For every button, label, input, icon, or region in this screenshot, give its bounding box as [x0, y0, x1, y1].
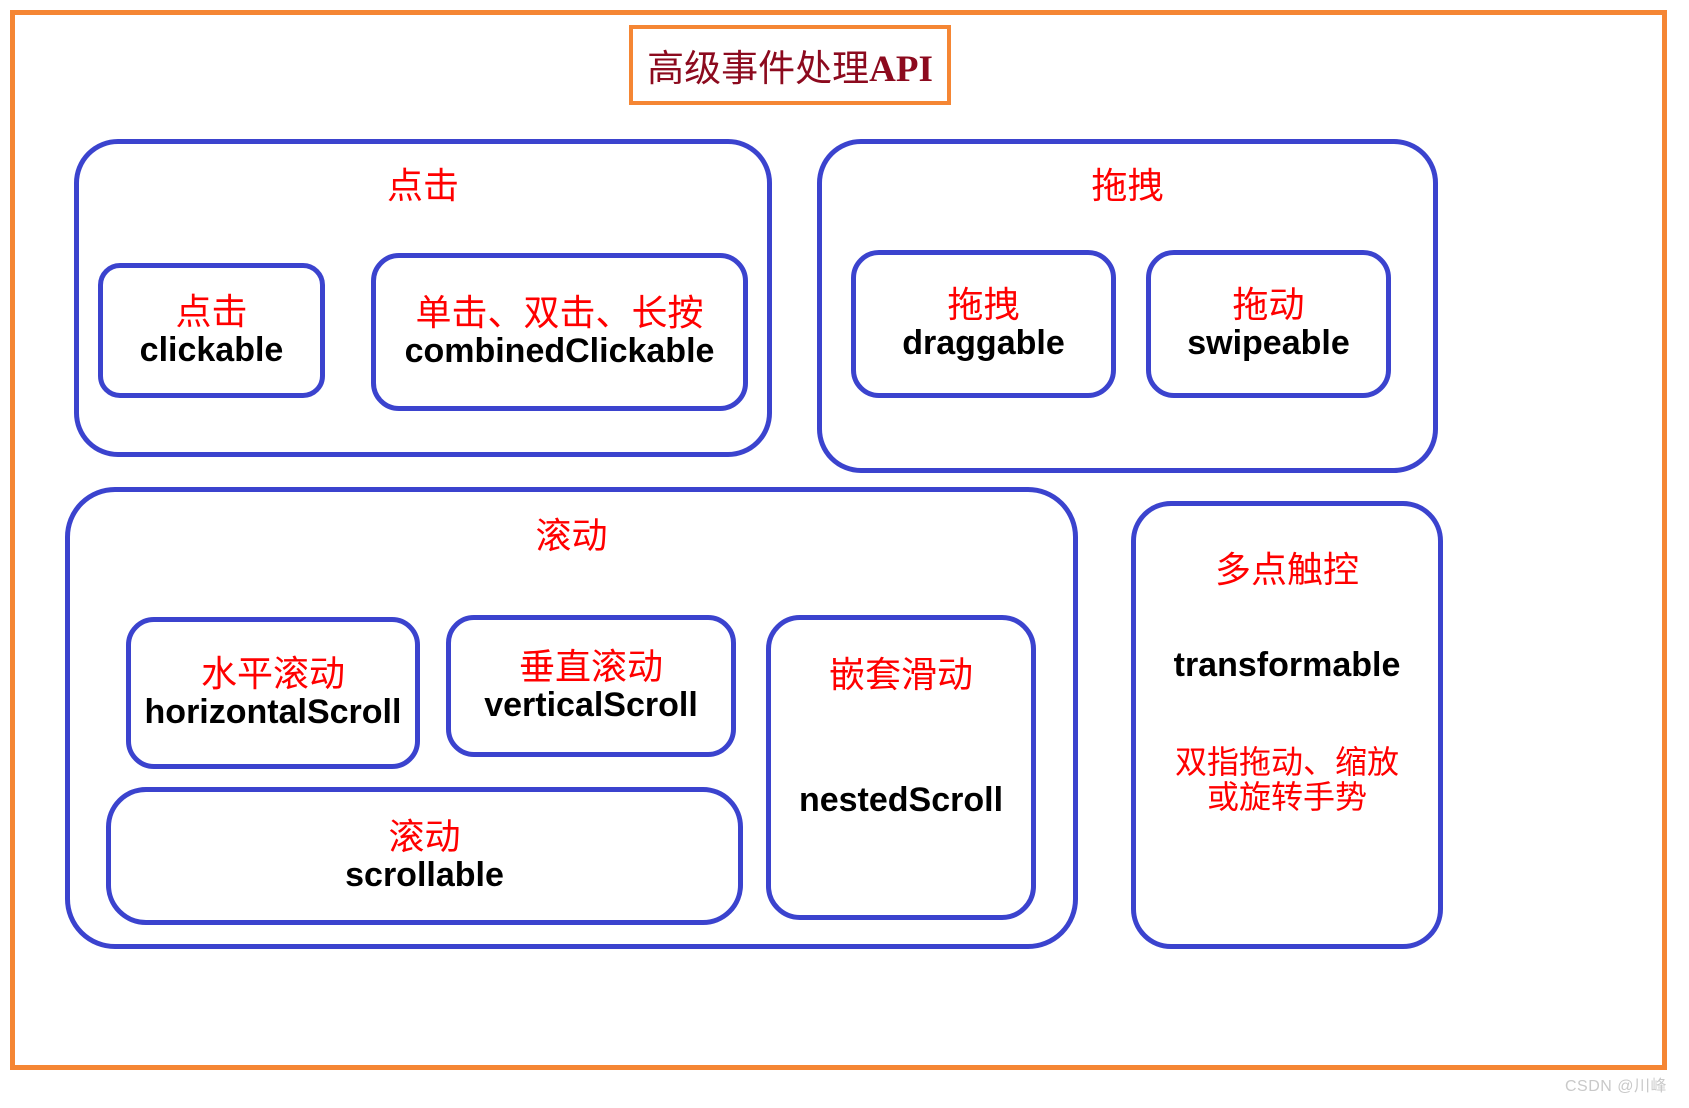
- box-clickable[interactable]: [98, 263, 325, 398]
- box-clickable-label-cn: 点击: [175, 291, 248, 332]
- box-combined-clickable-label-cn: 单击、双击、长按: [415, 293, 704, 334]
- box-transformable-label-en-wrap: transformable: [1131, 635, 1443, 695]
- page-title-cn: 高级事件处理: [647, 49, 870, 90]
- box-swipeable-label-cn: 拖动: [1232, 285, 1305, 326]
- page-title-api: API: [869, 49, 933, 90]
- box-transformable-note-line2: 或旋转手势: [1206, 779, 1367, 815]
- box-transformable-label-en: transformable: [1173, 645, 1401, 684]
- group-click-title: 点击: [386, 166, 459, 206]
- box-draggable-label-cn: 拖拽: [947, 285, 1020, 326]
- group-click[interactable]: [74, 139, 772, 457]
- box-horizontal-scroll-label-en: horizontalScroll: [144, 693, 402, 732]
- group-drag[interactable]: [817, 139, 1438, 473]
- box-vertical-scroll-label-cn: 垂直滚动: [518, 647, 663, 688]
- box-horizontal-scroll-label-cn: 水平滚动: [200, 654, 345, 695]
- box-swipeable-label-en: swipeable: [1187, 324, 1350, 363]
- box-scrollable[interactable]: [106, 787, 743, 925]
- box-combined-clickable-label-en: combinedClickable: [404, 332, 715, 371]
- box-draggable[interactable]: [851, 250, 1116, 398]
- group-scroll[interactable]: [65, 487, 1078, 949]
- group-drag-title: 拖拽: [1091, 166, 1164, 206]
- box-multitouch-title: 多点触控: [1214, 549, 1359, 590]
- box-swipeable[interactable]: [1146, 250, 1391, 398]
- box-horizontal-scroll-content: 水平滚动 horizontalScroll: [126, 617, 420, 769]
- box-transformable-note-line1: 双指拖动、缩放: [1174, 744, 1399, 781]
- box-combined-clickable[interactable]: [371, 253, 748, 411]
- box-draggable-label-en: draggable: [902, 324, 1065, 363]
- box-scrollable-label-en: scrollable: [345, 856, 504, 895]
- page-title: 高级事件处理API: [647, 38, 933, 92]
- box-nested-scroll-label-cn: 嵌套滑动: [828, 654, 973, 695]
- box-clickable-content: 点击 clickable: [98, 263, 325, 398]
- box-multitouch[interactable]: [1131, 501, 1443, 949]
- box-nested-scroll-label-cn-wrap: 嵌套滑动: [766, 640, 1036, 710]
- box-multitouch-title-wrap: 多点触控: [1131, 540, 1443, 600]
- box-vertical-scroll-label-en: verticalScroll: [484, 686, 698, 725]
- box-nested-scroll-label-en: nestedScroll: [798, 780, 1004, 819]
- box-vertical-scroll-content: 垂直滚动 verticalScroll: [446, 615, 736, 757]
- diagram-title-box: 高级事件处理API: [629, 25, 951, 105]
- outer-frame: [10, 10, 1667, 1070]
- box-nested-scroll-label-en-wrap: nestedScroll: [766, 765, 1036, 835]
- box-scrollable-content: 滚动 scrollable: [106, 787, 743, 925]
- group-scroll-title: 滚动: [535, 516, 608, 556]
- box-combined-clickable-content: 单击、双击、长按 combinedClickable: [371, 253, 748, 411]
- box-transformable-note: 双指拖动、缩放 或旋转手势: [1131, 725, 1443, 835]
- box-horizontal-scroll[interactable]: [126, 617, 420, 769]
- box-clickable-label-en: clickable: [139, 330, 284, 369]
- box-vertical-scroll[interactable]: [446, 615, 736, 757]
- watermark: CSDN @川峰: [1564, 1078, 1667, 1095]
- box-swipeable-content: 拖动 swipeable: [1146, 250, 1391, 398]
- box-nested-scroll[interactable]: [766, 615, 1036, 920]
- box-draggable-content: 拖拽 draggable: [851, 250, 1116, 398]
- box-scrollable-label-cn: 滚动: [388, 817, 461, 858]
